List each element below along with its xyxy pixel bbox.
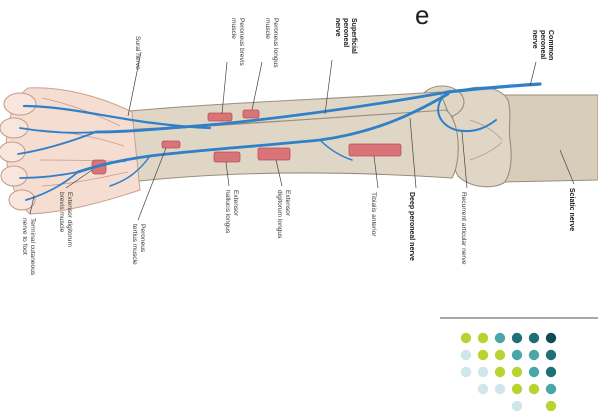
label-terminal-line1: Terminal cutaneous	[29, 218, 36, 276]
decorative-dot	[546, 350, 556, 360]
label-sciatic-nerve-text: Sciatic nerve	[568, 188, 575, 231]
label-sural-nerve-text: Sural nerve	[134, 36, 141, 70]
decorative-dot-grid	[461, 333, 556, 411]
decorative-dot	[529, 333, 539, 343]
decorative-dot	[529, 384, 539, 394]
label-tibialis-anterior-text: Tibialis anterior	[370, 192, 377, 237]
peroneus-brevis-muscle	[208, 113, 232, 121]
toe-3	[0, 142, 25, 162]
label-peroneus-brevis-line2: muscle	[230, 18, 237, 39]
svg-text:Peroneus longus muscle: Peroneus longus muscle	[264, 18, 279, 69]
decorative-dot	[546, 384, 556, 394]
label-deep-peroneal-text: Deep peroneal nerve	[408, 192, 415, 261]
label-peroneus-tertius-line2: tertius muscle	[131, 224, 138, 265]
decorative-dot	[461, 367, 471, 377]
decorative-dot	[495, 367, 505, 377]
label-superficial-peroneal-line3: nerve	[334, 18, 341, 37]
svg-text:Peroneus brevis muscle: Peroneus brevis muscle	[230, 18, 245, 68]
peroneus-longus-muscle	[243, 110, 259, 118]
decorative-dot	[512, 367, 522, 377]
label-ehl-line1: Extensor	[232, 190, 239, 217]
label-peroneus-brevis-line1: Peroneus brevis	[238, 18, 245, 66]
label-recurrent-articular-text: Recurrent articular nerve	[460, 192, 467, 265]
svg-text:Extensor digitorum longu: Extensor digitorum longus	[276, 190, 291, 239]
decorative-dot	[546, 333, 556, 343]
label-terminal-line2: nerve to foot	[21, 218, 28, 255]
decorative-dot	[478, 367, 488, 377]
extensor-hallucis-muscle	[214, 152, 240, 162]
svg-text:Extensor digitorum brevi: Extensor digitorum brevis muscle	[58, 192, 73, 249]
decorative-dot	[478, 350, 488, 360]
svg-text:Terminal cutaneous nerve: Terminal cutaneous nerve to foot	[21, 218, 36, 277]
decorative-dot	[461, 333, 471, 343]
label-edb-line1: Extensor digitorum	[66, 192, 73, 247]
decorative-dot	[546, 401, 556, 411]
decorative-dot	[495, 350, 505, 360]
label-peroneus-longus-line1: Peroneus longus	[272, 18, 279, 68]
decorative-dot	[478, 384, 488, 394]
label-edl-line1: Extensor	[284, 190, 291, 217]
decorative-dot	[512, 384, 522, 394]
femur-bone	[500, 95, 598, 182]
label-common-peroneal: Common peroneal nerve	[530, 30, 554, 86]
label-edl-line2: digitorum longus	[276, 190, 283, 239]
decorative-dot	[495, 333, 505, 343]
label-peroneus-tertius-line1: Peroneus	[139, 224, 146, 253]
toe-5	[9, 190, 35, 210]
decorative-dot	[461, 350, 471, 360]
label-sural-nerve: Sural nerve	[128, 36, 141, 116]
decorative-dot	[478, 333, 488, 343]
decorative-dot	[512, 350, 522, 360]
label-common-peroneal-line1: Common	[547, 30, 554, 60]
decorative-dot	[546, 367, 556, 377]
label-common-peroneal-line3: nerve	[531, 30, 538, 49]
slide-title-fragment: e	[415, 0, 429, 30]
tibialis-anterior-muscle	[349, 144, 401, 156]
label-edb-line2: brevis muscle	[58, 192, 65, 233]
label-peroneus-brevis: Peroneus brevis muscle	[222, 18, 245, 114]
toe-4	[1, 166, 27, 186]
label-superficial-peroneal-line2: peroneal	[342, 18, 349, 47]
svg-text:Peroneus tertius muscle: Peroneus tertius muscle	[131, 224, 146, 265]
label-peroneus-longus: Peroneus longus muscle	[252, 18, 279, 110]
decorative-dot	[529, 367, 539, 377]
decorative-dot	[495, 384, 505, 394]
svg-text:Common peroneal ne: Common peroneal nerve	[531, 30, 554, 62]
decorative-dot	[512, 333, 522, 343]
svg-text:Superficial peroneal: Superficial peroneal nerve	[334, 18, 357, 56]
label-peroneus-longus-line2: muscle	[264, 18, 271, 39]
label-ehl-line2: hallucis longus	[224, 190, 231, 234]
toe-1	[4, 93, 36, 115]
decorative-dot	[512, 401, 522, 411]
label-superficial-peroneal-line1: Superficial	[350, 18, 357, 54]
extensor-digitorum-longus-muscle	[258, 148, 290, 160]
svg-text:Extensor hallucis longus: Extensor hallucis longus	[224, 190, 239, 234]
decorative-dot	[529, 350, 539, 360]
peroneus-tertius-muscle	[162, 141, 180, 148]
label-common-peroneal-line2: peroneal	[539, 30, 546, 59]
